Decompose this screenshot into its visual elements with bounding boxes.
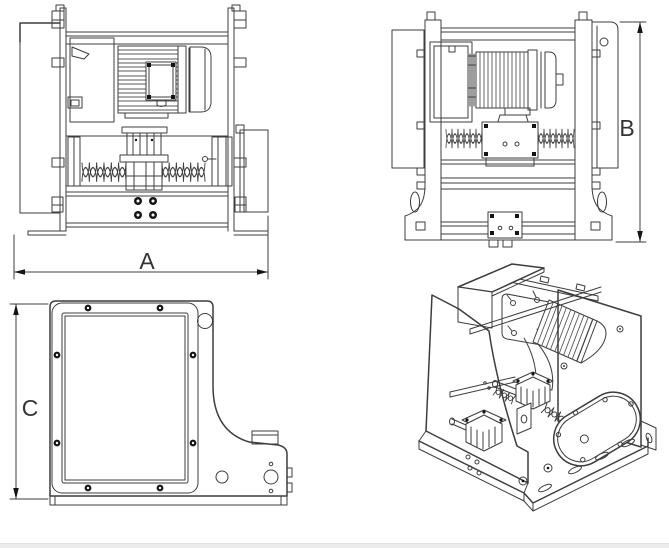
dimension-label-b: B [619,115,634,141]
left-frame-plate [27,4,67,236]
lower-carriage [449,409,507,452]
middle-carriage [492,371,568,435]
right-spring [162,163,205,181]
footer-strip [0,543,669,548]
dimension-label-a: A [139,248,155,274]
electrical-box-iso [457,263,545,329]
motor-mount-plate [429,41,479,123]
right-frame-plate [227,4,269,236]
motor-junction-box [145,61,177,107]
side-body [49,300,293,506]
side-holes [197,313,279,494]
front-view: A [0,0,300,292]
belt-cover-rear [591,21,619,169]
motor-base [124,112,169,119]
back-panel [67,37,115,123]
carriage-plate [481,121,539,167]
isometric-view [400,258,669,548]
left-spring [82,163,126,181]
dimension-c: C [9,303,49,500]
rails [440,159,576,190]
belt-cover-iso [552,391,642,467]
motor [469,49,564,129]
rear-view: B [380,0,669,256]
motor [117,45,212,119]
cover-panel [51,302,199,494]
dimension-label-c: C [22,395,39,421]
mounting-holes [134,197,157,219]
left-spring [446,130,482,148]
bottom-assembly [404,211,613,248]
left-frame-plate [404,11,446,241]
electrical-box [19,22,61,214]
cross-rails [449,286,602,398]
rails [65,135,229,193]
right-spring [538,130,574,148]
cover-screws [53,304,197,492]
lower-housing [65,195,229,228]
right-frame-plate [571,11,613,241]
top-cross-bar [440,27,576,41]
top-cross-bar [65,31,229,45]
belt-cover-edge [239,129,269,213]
dimension-b: B [615,21,647,243]
side-view: C [0,292,300,513]
dimension-a: A [13,215,269,280]
back-plate [509,275,599,302]
electrical-box-rear [391,29,425,169]
base-plate [418,437,649,512]
